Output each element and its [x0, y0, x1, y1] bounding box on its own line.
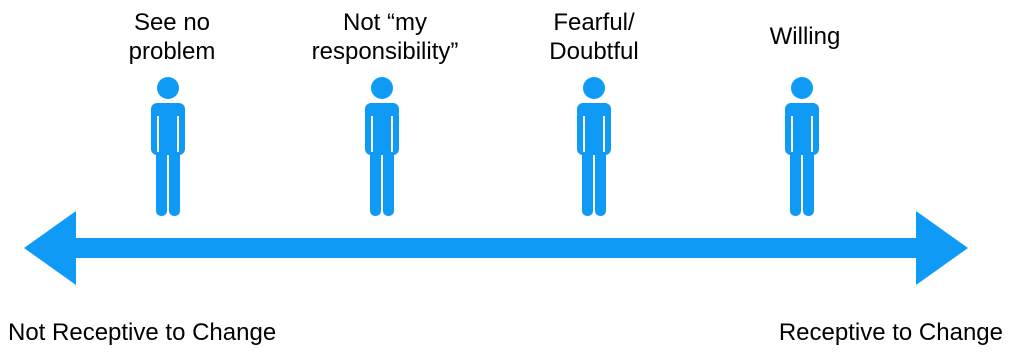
figure-label-not-my-responsibility: Not “my responsibility” — [311, 9, 459, 65]
figure-label-see-no-problem: See no problem — [128, 9, 216, 65]
spectrum-arrow — [24, 211, 968, 285]
person-icon — [782, 76, 822, 216]
person-icon — [148, 76, 188, 216]
person-icon — [574, 76, 614, 216]
spectrum-left-label: Not Receptive to Change — [8, 319, 277, 346]
double-arrow-icon — [24, 211, 968, 285]
figure-label-fearful-doubtful: Fearful/ Doubtful — [549, 9, 639, 65]
figure-label-willing: Willing — [769, 23, 841, 50]
person-icon — [362, 76, 402, 216]
spectrum-right-label: Receptive to Change — [778, 319, 1003, 346]
